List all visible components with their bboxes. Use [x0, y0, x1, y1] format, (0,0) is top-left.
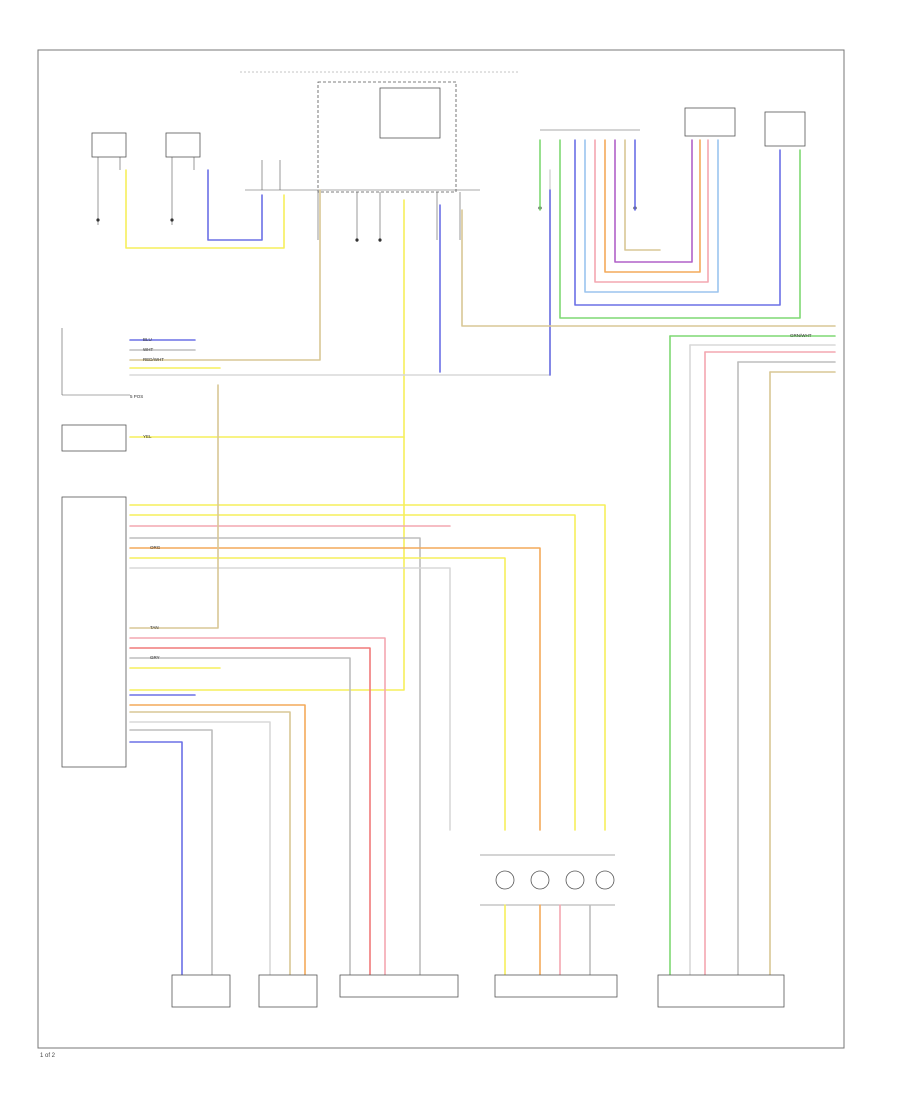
wire-yellow-515 [129, 514, 576, 831]
wire-tan-360 [129, 189, 321, 361]
front-left-sensor [91, 132, 127, 225]
rear-sensor-group [480, 854, 615, 976]
rear-sensor-3 [565, 870, 585, 890]
wire-blue-front [207, 169, 263, 241]
wire-pink-bundle [594, 139, 709, 283]
diagram-frame [37, 49, 845, 1049]
wire-gray-568 [129, 567, 451, 831]
wire-tan-bundle [624, 139, 661, 251]
wire-green-bundle [559, 139, 801, 319]
wire-label-grn-wht: GRN/WHT [790, 333, 812, 338]
left-rear-sensor-box [171, 974, 231, 1008]
wire-label-yel: YEL [143, 434, 152, 439]
wire-blue-742 [129, 741, 183, 976]
wire-label-org: ORG [150, 545, 161, 550]
combination-meter-box [339, 974, 459, 998]
rear-sensor-2 [530, 870, 550, 890]
wire-red-648 [129, 647, 371, 976]
wire-yellow-558 [129, 557, 506, 831]
wire-label-blu: BLU [143, 337, 152, 342]
wire-orange-705 [129, 704, 306, 976]
wire-yellow-bus [129, 199, 405, 691]
wire-tan-628 [129, 384, 219, 629]
rear-sensor-connector-box [494, 974, 618, 998]
wire-pink-638 [129, 637, 386, 976]
parking-aid-module-small [61, 424, 127, 452]
page-footer-code: 1 of 2 [40, 1053, 56, 1059]
upper-connector-block [61, 328, 130, 396]
wire-lightblue-bundle [584, 139, 719, 293]
wire-gray-730 [129, 729, 213, 976]
front-right-sensor [165, 132, 201, 225]
wire-violet-bundle [614, 139, 693, 263]
fuse-relay-block [240, 71, 520, 242]
wire-orange-bundle [604, 139, 701, 273]
wire-gray-538 [129, 537, 421, 976]
right-rear-sensor-box [258, 974, 318, 1008]
wire-label-red-wht: RED/WHT [143, 357, 164, 362]
rear-sensor-1 [495, 870, 515, 890]
wire-yellow-505 [129, 504, 606, 831]
rear-sensor-4 [595, 870, 615, 890]
top-right-connectors [538, 107, 806, 210]
wire-label-tan: TAN [150, 625, 159, 630]
wire-tan-712 [129, 711, 291, 976]
legend-pos: 5 POS [130, 394, 143, 399]
wire-orange-548 [129, 547, 541, 831]
wire-tan-326 [461, 209, 836, 327]
wire-gray-375 [129, 169, 551, 376]
parking-aid-control-module [61, 496, 127, 768]
parking-assist-sensor-box [657, 974, 785, 1008]
wire-yellow-front [125, 169, 285, 249]
wire-label-gry: GRY [150, 655, 160, 660]
wire-gray-658 [129, 657, 351, 976]
wire-label-wht: WHT [143, 347, 153, 352]
wire-blue-bundle [574, 139, 781, 306]
wire-gray-722 [129, 721, 271, 976]
